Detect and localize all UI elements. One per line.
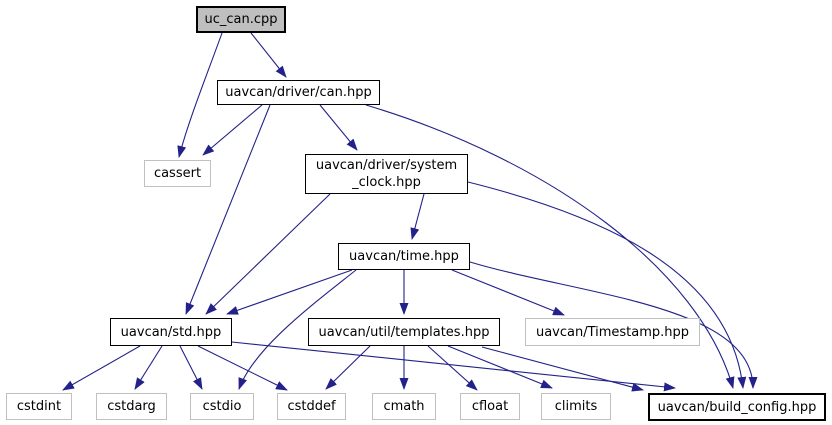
node-cfloat: cfloat bbox=[460, 393, 520, 420]
edge-system_clock_hpp-to-std_hpp bbox=[205, 193, 331, 315]
node-label: uavcan/driver/can.hpp bbox=[225, 85, 372, 100]
node-uc-can-cpp: uc_can.cpp bbox=[196, 6, 286, 33]
node-uavcan-std-hpp[interactable]: uavcan/std.hpp bbox=[110, 318, 232, 346]
node-climits: climits bbox=[541, 393, 611, 420]
edge-can_hpp-to-system_clock_hpp bbox=[319, 104, 358, 151]
node-uavcan-build-config-hpp[interactable]: uavcan/build_config.hpp bbox=[648, 393, 826, 421]
edge-std_hpp-to-cstdio bbox=[179, 345, 203, 390]
node-label: cfloat bbox=[471, 399, 509, 414]
node-label: cstddef bbox=[287, 399, 336, 414]
edge-std_hpp-to-cstdarg bbox=[134, 345, 163, 390]
node-cmath: cmath bbox=[372, 393, 436, 420]
edge-time_hpp-to-timestamp_hpp bbox=[451, 269, 565, 316]
node-label: climits bbox=[554, 399, 598, 414]
edge-templates_hpp-to-cstddef bbox=[325, 345, 371, 390]
edge-templates_hpp-to-climits bbox=[447, 345, 553, 389]
node-uavcan-timestamp-hpp: uavcan/Timestamp.hpp bbox=[525, 318, 700, 346]
node-label: uavcan/time.hpp bbox=[349, 249, 459, 264]
edge-std_hpp-to-cstdint bbox=[62, 345, 141, 391]
node-uavcan-time-hpp[interactable]: uavcan/time.hpp bbox=[338, 243, 470, 270]
node-label-line2: _clock.hpp bbox=[352, 175, 421, 190]
node-label: uavcan/util/templates.hpp bbox=[318, 324, 490, 340]
edge-system_clock_hpp-to-build_config_hpp bbox=[467, 181, 747, 389]
edge-time_hpp-to-cstdio bbox=[238, 269, 357, 390]
node-label: cstdio bbox=[202, 399, 242, 414]
node-label: cassert bbox=[153, 166, 202, 181]
edge-can_hpp-to-std_hpp bbox=[185, 104, 271, 315]
node-label: uavcan/build_config.hpp bbox=[657, 399, 817, 415]
edge-time_hpp-to-build_config_hpp bbox=[469, 261, 758, 389]
node-label: cmath bbox=[383, 399, 425, 414]
edge-uc_can_cpp-to-can_hpp bbox=[250, 32, 287, 78]
node-cstdarg: cstdarg bbox=[96, 393, 167, 420]
node-label: uc_can.cpp bbox=[204, 12, 278, 27]
node-cstdio: cstdio bbox=[190, 393, 254, 420]
edge-templates_hpp-to-cfloat bbox=[427, 345, 478, 391]
node-label: cstdint bbox=[16, 399, 62, 414]
node-uavcan-driver-can-hpp[interactable]: uavcan/driver/can.hpp bbox=[217, 80, 380, 105]
edge-std_hpp-to-cstddef bbox=[197, 345, 288, 391]
node-uavcan-driver-system-clock-hpp[interactable]: uavcan/driver/system _clock.hpp bbox=[305, 154, 468, 194]
node-cassert: cassert bbox=[144, 160, 211, 187]
edge-std_hpp-to-build_config_hpp bbox=[231, 341, 676, 392]
node-uavcan-util-templates-hpp[interactable]: uavcan/util/templates.hpp bbox=[308, 318, 500, 346]
node-cstddef: cstddef bbox=[277, 393, 346, 420]
edge-time_hpp-to-std_hpp bbox=[226, 269, 353, 315]
node-label: cstdarg bbox=[107, 399, 156, 414]
edge-templates_hpp-to-build_config_hpp bbox=[481, 346, 644, 392]
node-label: uavcan/std.hpp bbox=[120, 324, 222, 340]
node-label: uavcan/Timestamp.hpp bbox=[535, 324, 690, 340]
node-cstdint: cstdint bbox=[6, 393, 72, 420]
edge-uc_can_cpp-to-cassert bbox=[177, 32, 223, 158]
node-label-line1: uavcan/driver/system bbox=[315, 158, 458, 173]
edge-can_hpp-to-cassert bbox=[202, 104, 263, 156]
edge-system_clock_hpp-to-time_hpp bbox=[410, 193, 425, 240]
edge-can_hpp-to-build_config_hpp bbox=[365, 104, 735, 389]
